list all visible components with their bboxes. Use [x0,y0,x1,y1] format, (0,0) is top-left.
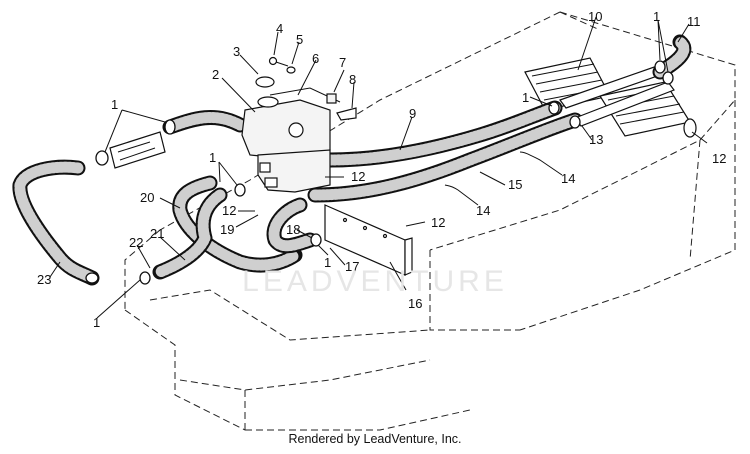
callout-1: 1 [209,150,216,165]
callout-1: 1 [653,9,660,24]
callout-21: 21 [150,226,164,241]
cap-3 [255,76,275,88]
hose-23 [12,159,100,286]
footer-credit: Rendered by LeadVenture, Inc. [288,432,462,446]
callout-18: 18 [286,222,300,237]
screw-4 [268,56,289,67]
nut-7 [326,93,337,104]
callout-12: 12 [351,169,365,184]
callout-10: 10 [588,9,602,24]
hose-clamps [85,60,674,285]
callout-12: 12 [431,215,445,230]
callout-20: 20 [140,190,154,205]
callout-13: 13 [589,132,603,147]
callout-9: 9 [409,106,416,121]
callout-14: 14 [561,171,575,186]
callout-6: 6 [312,51,319,66]
hose-9 [322,100,563,168]
callout-15: 15 [508,177,522,192]
mounting-plate-16 [324,204,413,276]
callout-8: 8 [349,72,356,87]
callout-16: 16 [408,296,422,311]
callout-3: 3 [233,44,240,59]
callout-1: 1 [324,255,331,270]
callout-1: 1 [93,315,100,330]
callout-12: 12 [712,151,726,166]
plug-12 [683,118,697,138]
callout-2: 2 [212,67,219,82]
bracket-8 [336,107,357,121]
watermark-text: LEADVENTURE [242,265,508,298]
callout-17: 17 [345,259,359,274]
callout-7: 7 [339,55,346,70]
callout-23: 23 [37,272,51,287]
callout-1: 1 [111,97,118,112]
coolant-tank-2 [241,96,331,193]
callout-11: 11 [687,14,701,29]
leader-lines [49,16,708,319]
thermostat-housing [109,131,166,169]
upper-hose [162,110,248,135]
callout-labels: 1 1 1 1 1 1 2 3 4 5 6 7 8 9 10 11 12 12 … [37,9,726,330]
callout-12: 12 [222,203,236,218]
hose-15 [307,112,583,203]
callout-19: 19 [220,222,234,237]
callout-22: 22 [129,235,143,250]
callout-14: 14 [476,203,490,218]
hose-21 [152,187,228,280]
washer-5 [286,66,296,74]
callout-5: 5 [296,32,303,47]
hose-18 [266,197,318,254]
callout-4: 4 [276,21,283,36]
callout-1: 1 [522,90,529,105]
